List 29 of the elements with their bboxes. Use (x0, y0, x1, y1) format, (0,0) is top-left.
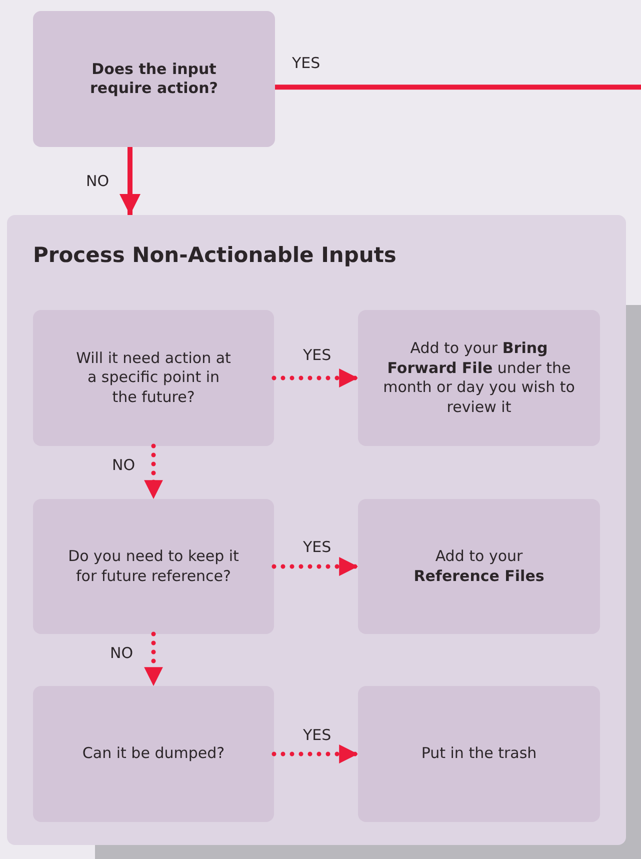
decision-box (33, 11, 275, 147)
edge-label: YES (302, 726, 332, 744)
process-box (358, 310, 600, 446)
arrow (120, 147, 140, 215)
arrow (144, 632, 163, 688)
process-box (33, 499, 274, 634)
node-text: Add to your Bring Forward File under the month or day you wish to review it (382, 339, 576, 417)
process-box (33, 686, 274, 822)
edge-label: NO (85, 172, 110, 190)
process-box (33, 310, 274, 446)
process-box (358, 499, 600, 634)
edge-label: NO (111, 456, 136, 474)
node-text: Put in the trash (421, 744, 537, 764)
node-text: Will it need action at a specific point in the future? (75, 348, 232, 408)
arrow (272, 368, 360, 388)
edge-label: YES (302, 538, 332, 556)
panel-heading: Process Non-Actionable Inputs (33, 243, 396, 267)
edge-label: YES (302, 346, 332, 364)
arrow (272, 744, 360, 764)
node-text: Add to your Reference Files (412, 547, 546, 586)
node-text: Can it be dumped? (82, 744, 225, 764)
group-panel (7, 215, 626, 845)
node-text: Do you need to keep it for future reference? (67, 547, 240, 586)
arrow (144, 444, 163, 502)
edge-label: YES (291, 54, 322, 72)
process-box (358, 686, 600, 822)
node-text: Does the input require action? (89, 60, 219, 98)
edge-label: NO (109, 644, 134, 662)
arrow (272, 557, 360, 576)
